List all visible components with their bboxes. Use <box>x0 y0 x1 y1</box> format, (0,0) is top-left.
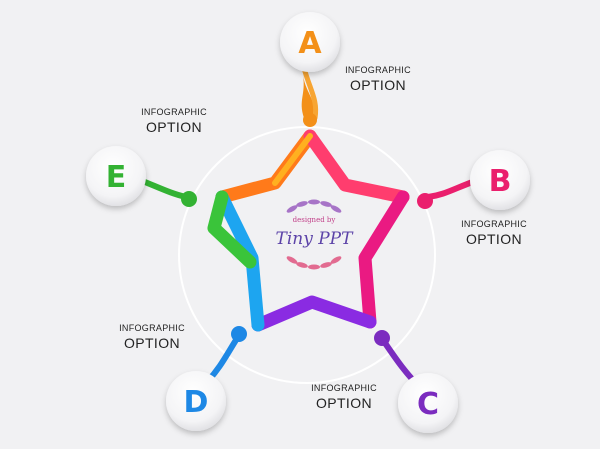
connector-e <box>137 177 197 207</box>
option-a-subtitle: OPTION <box>349 77 407 93</box>
option-d-letter: D <box>184 385 209 420</box>
watermark-logo: designed by Tiny PPT <box>276 199 355 270</box>
option-b-letter: B <box>489 164 512 199</box>
option-e-label: INFOGRAPHIC OPTION <box>134 106 214 136</box>
ribbon-star <box>207 129 410 332</box>
option-e-subtitle: OPTION <box>145 119 203 135</box>
ribbon-purple <box>251 295 377 332</box>
connector-b <box>417 177 481 209</box>
ribbon-pink <box>303 129 410 204</box>
option-e-title: INFOGRAPHIC <box>141 107 207 117</box>
watermark-designed-by: designed by <box>293 216 336 224</box>
option-b-badge[interactable]: B <box>470 150 530 210</box>
option-c-label: INFOGRAPHIC OPTION <box>304 382 384 412</box>
option-d-badge[interactable]: D <box>166 371 226 431</box>
option-c-letter: C <box>417 387 439 422</box>
option-c-title: INFOGRAPHIC <box>311 383 377 393</box>
connector-a <box>301 65 319 127</box>
option-a-title: INFOGRAPHIC <box>345 65 411 75</box>
option-b-subtitle: OPTION <box>465 231 523 247</box>
option-b-label: INFOGRAPHIC OPTION <box>454 218 534 248</box>
option-e-badge[interactable]: E <box>86 146 146 206</box>
watermark-brand: Tiny PPT <box>276 229 355 249</box>
connector-d <box>204 326 247 385</box>
ribbon-magenta <box>358 190 410 329</box>
option-c-subtitle: OPTION <box>315 395 373 411</box>
option-c-badge[interactable]: C <box>398 373 458 433</box>
option-a-letter: A <box>298 26 322 61</box>
option-a-badge[interactable]: A <box>280 12 340 72</box>
ribbon-orange <box>215 129 317 204</box>
option-e-letter: E <box>106 160 127 195</box>
option-d-label: INFOGRAPHIC OPTION <box>112 322 192 352</box>
option-a-label: INFOGRAPHIC OPTION <box>340 64 416 94</box>
center-ring <box>178 126 436 384</box>
ribbon-highlight <box>272 133 313 186</box>
ribbon-green <box>207 190 257 269</box>
option-b-title: INFOGRAPHIC <box>461 219 527 229</box>
option-d-title: INFOGRAPHIC <box>119 323 185 333</box>
option-d-subtitle: OPTION <box>123 335 181 351</box>
